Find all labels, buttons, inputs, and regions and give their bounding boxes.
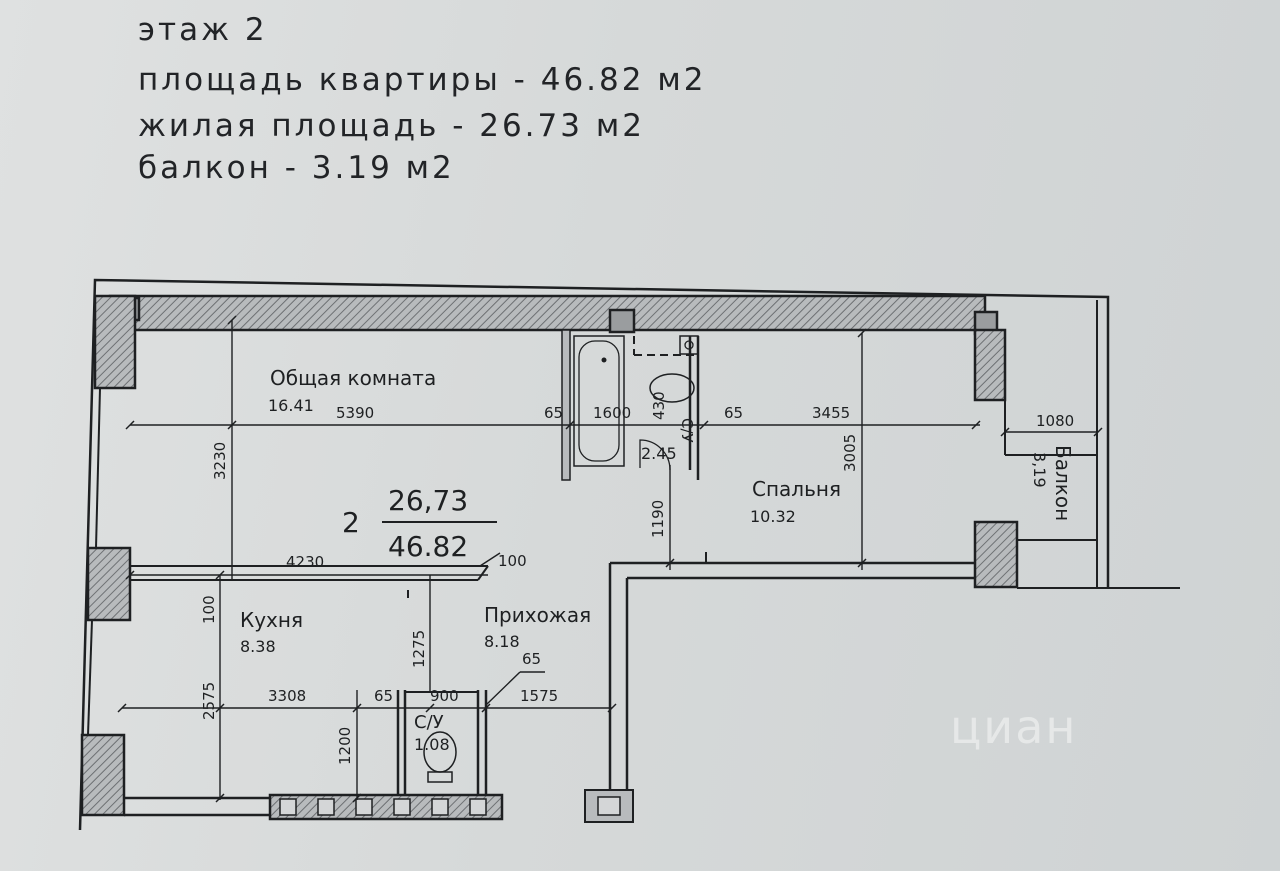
total-area-label: площадь квартиры - 46.82 м2 [138,62,707,98]
dim-2575: 2575 [200,682,218,720]
dim-5390: 5390 [336,404,374,422]
dim-1275: 1275 [410,630,428,668]
dim-3005: 3005 [841,434,859,472]
bottom-wall [124,793,504,821]
hallway-area: 8.18 [484,632,520,651]
bedroom-area: 10.32 [750,507,796,526]
dim-3230: 3230 [211,442,229,480]
dim-1575: 1575 [520,687,558,705]
kitchen-name: Кухня [240,608,303,632]
bathroom-name: С/У [678,418,696,443]
dim-4230: 4230 [286,553,324,571]
watermark: циан [950,700,1078,754]
left-wall-middle [86,546,132,622]
partition-living-kitchen [130,565,489,581]
summary-fraction: 2 26,73 46.82 [342,484,497,563]
summary-total-area: 46.82 [388,530,468,563]
dim-100-b: 100 [200,595,218,624]
hallway-name: Прихожая [484,603,591,627]
dim-900: 900 [430,687,459,705]
dimension-lines [117,315,1103,803]
bathroom-block [561,308,700,481]
dim-65-b: 65 [724,404,743,422]
dim-430: 430 [650,391,668,420]
living-room-name: Общая комната [270,366,436,390]
balcony-name: Балкон [1051,445,1075,521]
balcony-area: 3,19 [1030,452,1049,488]
left-wall-bottom [80,733,126,817]
rooms-count: 2 [342,506,360,539]
top-wall [108,294,987,332]
dim-3308: 3308 [268,687,306,705]
dim-100-a: 100 [498,552,527,570]
dim-1190: 1190 [649,500,667,538]
living-area-label: жилая площадь - 26.73 м2 [138,108,645,144]
right-column-bottom [973,520,1019,589]
dim-65-d: 65 [374,687,393,705]
summary-living-area: 26,73 [388,484,468,517]
balcony-area-label: балкон - 3.19 м2 [138,150,455,186]
partition-bedroom-hall [584,552,975,823]
dim-1080: 1080 [1036,412,1074,430]
dimension-labels: 5390 65 1600 430 65 3455 1080 3230 3005 … [200,391,1074,765]
dim-1200: 1200 [336,727,354,765]
right-column-top [973,328,1007,402]
wc-area: 1.08 [414,735,450,754]
dim-65-a: 65 [544,404,563,422]
wc-name: С/У [414,712,444,733]
bathroom-area: 2.45 [641,444,677,463]
living-room-area: 16.41 [268,396,314,415]
left-wall-top [93,294,137,390]
dim-1600: 1600 [593,404,631,422]
floor-label: этаж 2 [138,12,268,48]
dim-3455: 3455 [812,404,850,422]
kitchen-area: 8.38 [240,637,276,656]
dim-65-c: 65 [522,650,541,668]
bedroom-name: Спальня [752,477,841,501]
